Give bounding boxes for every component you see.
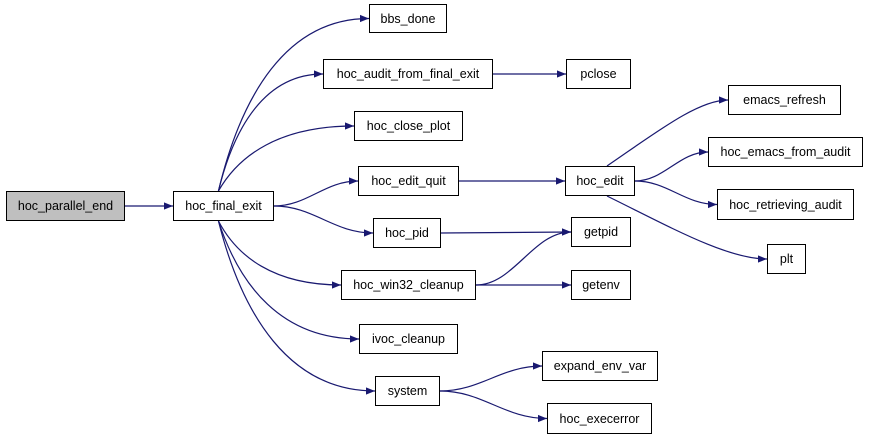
node-system[interactable]: system <box>375 376 440 406</box>
edge-hoc_final_exit-to-hoc_close_plot <box>217 122 355 192</box>
node-getpid[interactable]: getpid <box>571 217 631 247</box>
node-hoc_retrieving_audit[interactable]: hoc_retrieving_audit <box>717 189 854 220</box>
node-hoc_audit_from_final_exit[interactable]: hoc_audit_from_final_exit <box>323 59 493 89</box>
edge-hoc_edit-to-hoc_retrieving_audit <box>634 180 718 209</box>
edge-hoc_final_exit-to-bbs_done <box>217 14 370 192</box>
node-hoc_final_exit[interactable]: hoc_final_exit <box>173 191 274 221</box>
edge-hoc_edit-to-hoc_emacs_from_audit <box>634 148 709 182</box>
node-hoc_edit_quit[interactable]: hoc_edit_quit <box>358 166 459 196</box>
edge-hoc_final_exit-to-hoc_win32_cleanup <box>217 220 342 289</box>
edge-hoc_edit-to-plt <box>606 195 768 263</box>
edge-hoc_final_exit-to-hoc_edit_quit <box>273 177 359 207</box>
edge-hoc_win32_cleanup-to-getpid <box>475 228 572 286</box>
edge-system-to-expand_env_var <box>439 362 543 392</box>
node-ivoc_cleanup[interactable]: ivoc_cleanup <box>359 324 458 354</box>
edge-hoc_final_exit-to-hoc_audit_from_final_exit <box>217 70 324 192</box>
node-hoc_edit[interactable]: hoc_edit <box>565 166 635 196</box>
edge-system-to-hoc_execerror <box>439 390 548 423</box>
node-hoc_emacs_from_audit[interactable]: hoc_emacs_from_audit <box>708 137 863 167</box>
node-emacs_refresh[interactable]: emacs_refresh <box>728 85 841 115</box>
edge-hoc_final_exit-to-ivoc_cleanup <box>217 220 360 343</box>
node-hoc_win32_cleanup[interactable]: hoc_win32_cleanup <box>341 270 476 300</box>
edge-hoc_pid-to-getpid <box>440 228 572 236</box>
edge-hoc_final_exit-to-system <box>217 220 376 395</box>
node-hoc_close_plot[interactable]: hoc_close_plot <box>354 111 463 141</box>
node-expand_env_var[interactable]: expand_env_var <box>542 351 658 381</box>
node-pclose[interactable]: pclose <box>566 59 631 89</box>
edge-hoc_edit-to-emacs_refresh <box>606 96 729 167</box>
node-plt[interactable]: plt <box>767 244 806 274</box>
node-hoc_execerror[interactable]: hoc_execerror <box>547 403 652 434</box>
edge-hoc_final_exit-to-hoc_pid <box>273 205 374 237</box>
node-bbs_done[interactable]: bbs_done <box>369 4 447 33</box>
node-getenv[interactable]: getenv <box>571 270 631 300</box>
node-hoc_parallel_end: hoc_parallel_end <box>6 191 125 221</box>
node-hoc_pid[interactable]: hoc_pid <box>373 218 441 248</box>
